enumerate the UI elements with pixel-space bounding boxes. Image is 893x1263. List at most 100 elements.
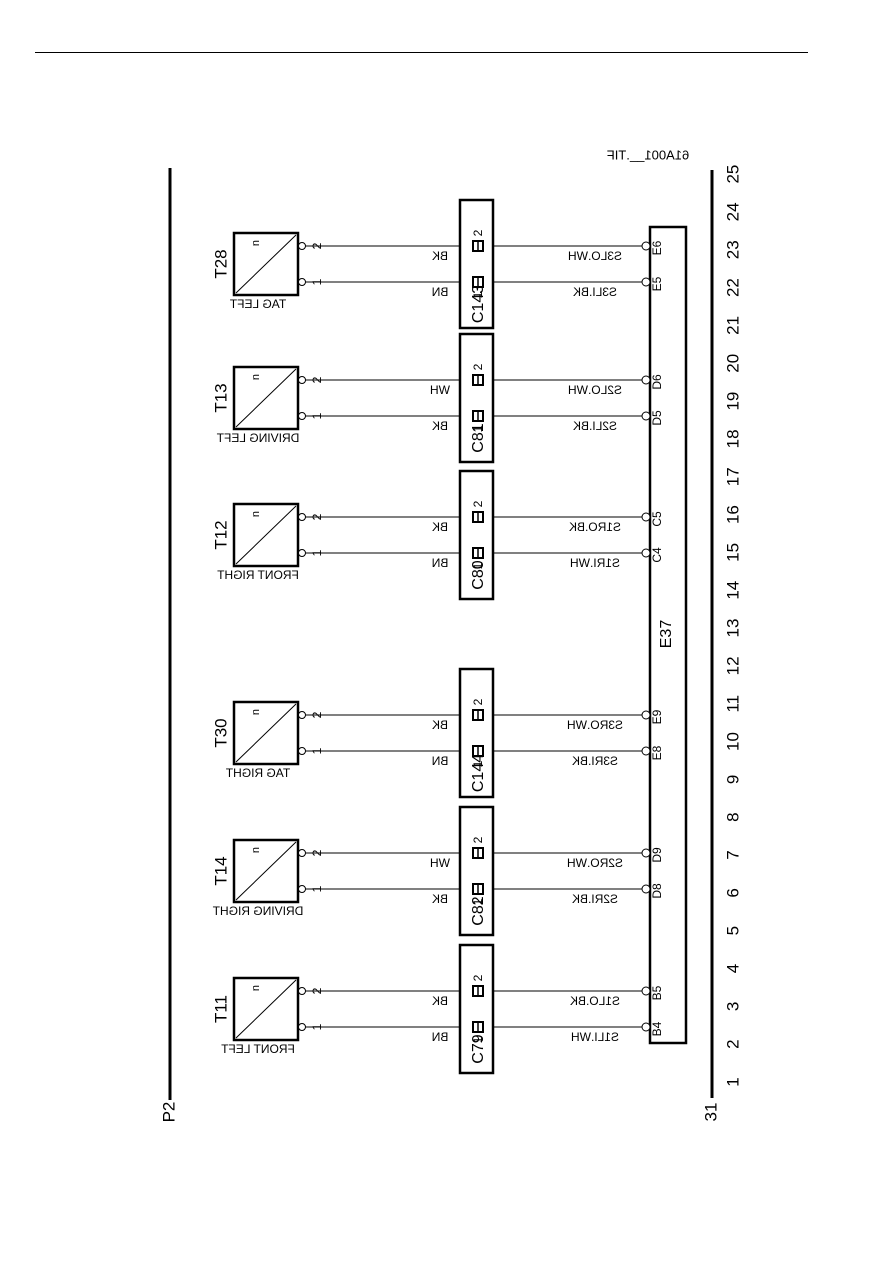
module-pin-label: E5 xyxy=(650,276,664,291)
wire-code-label: S2RI.BK xyxy=(572,892,618,906)
sensor-terminal xyxy=(298,987,306,995)
wire-code-label: S1RI.WH xyxy=(570,556,620,570)
wire-color-label: BK xyxy=(432,249,448,263)
wire-color-label: BN xyxy=(432,754,449,768)
sensor-terminal xyxy=(298,412,306,420)
wire-color-label: BK xyxy=(432,718,448,732)
ruler-number: 23 xyxy=(723,240,742,259)
ruler-number: 25 xyxy=(723,165,742,184)
connector-box xyxy=(458,469,495,601)
sensor-pin-number: 1 xyxy=(310,747,324,754)
wire-color-label: BK xyxy=(432,520,448,534)
connector-id: C82 xyxy=(470,896,487,925)
sensor-id: T30 xyxy=(211,718,230,747)
sensor-terminal xyxy=(298,849,306,857)
ruler-number: 6 xyxy=(723,888,742,897)
module-pin-label: C5 xyxy=(650,511,664,527)
module-terminal xyxy=(641,411,651,421)
sensor-pin-number: 1 xyxy=(310,278,324,285)
sensor-symbol: n xyxy=(250,240,262,246)
connector-box xyxy=(458,943,495,1075)
ruler-number: 13 xyxy=(723,619,742,638)
module-terminal xyxy=(641,241,651,251)
ruler-number: 24 xyxy=(723,202,742,221)
ruler-number: 22 xyxy=(723,278,742,297)
sensor-symbol: n xyxy=(250,374,262,380)
ruler-number: 9 xyxy=(723,775,742,784)
ruler-number: 20 xyxy=(723,354,742,373)
sensor-label: TAG LEFT xyxy=(229,297,286,311)
module-pin-label: D8 xyxy=(650,883,664,899)
sensor-label: TAG RIGHT xyxy=(225,766,290,780)
sensor-pin-number: 2 xyxy=(310,987,324,994)
connector-pin-number: 1 xyxy=(471,898,485,905)
sensor-pin-number: 2 xyxy=(310,849,324,856)
sensor-pin-number: 1 xyxy=(310,412,324,419)
wire-code-label: S3RI.BK xyxy=(572,754,618,768)
wire-color-label: BN xyxy=(432,285,449,299)
wire-color-label: BK xyxy=(432,994,448,1008)
connector-pin-number: 1 xyxy=(471,1036,485,1043)
wire-color-label: BN xyxy=(432,556,449,570)
connector-pin-number: 2 xyxy=(471,836,485,843)
module-terminal xyxy=(641,710,651,720)
sensor-id: T12 xyxy=(211,520,230,549)
wire-color-label: BK xyxy=(432,892,448,906)
module-pin-label: E8 xyxy=(650,745,664,760)
module-pin-label: C4 xyxy=(650,547,664,563)
module-pin-label: B5 xyxy=(650,985,664,1000)
file-reference: 61A001__.TIF xyxy=(607,147,689,162)
connector-pin-number: 2 xyxy=(471,363,485,370)
sensor-terminal xyxy=(298,376,306,384)
module-terminal xyxy=(641,375,651,385)
sensor-pin-number: 2 xyxy=(310,242,324,249)
ruler-number: 17 xyxy=(723,467,742,486)
wire-code-label: S2LO.WH xyxy=(568,383,622,397)
sensor-terminal xyxy=(298,278,306,286)
ruler-number: 10 xyxy=(723,732,742,751)
module-pin-label: E9 xyxy=(650,709,664,724)
sensor-terminal xyxy=(298,549,306,557)
connector-pin-number: 1 xyxy=(471,291,485,298)
connector-id: C143 xyxy=(470,285,487,323)
sensor-label: DRIVING LEFT xyxy=(216,431,299,445)
ruler-number: 5 xyxy=(723,926,742,935)
sensor-terminal xyxy=(298,513,306,521)
sensor-pin-number: 1 xyxy=(310,549,324,556)
sensor-terminal xyxy=(298,747,306,755)
sensor-label: FRONT LEFT xyxy=(220,1042,294,1056)
connector-pin-number: 1 xyxy=(471,760,485,767)
sensor-symbol: n xyxy=(250,511,262,517)
ground-rail-label: 31 xyxy=(701,1103,720,1122)
connector-pin-number: 1 xyxy=(471,562,485,569)
connector-box xyxy=(458,332,495,464)
ruler-number: 3 xyxy=(723,1002,742,1011)
wire-color-label: WH xyxy=(430,383,450,397)
ruler-number: 19 xyxy=(723,392,742,411)
sensor-pin-number: 1 xyxy=(310,1023,324,1030)
module-terminal xyxy=(641,848,651,858)
ruler-number: 1 xyxy=(723,1077,742,1086)
ruler-number: 14 xyxy=(723,581,742,600)
connector-id: C79 xyxy=(470,1034,487,1063)
connector-id: C144 xyxy=(470,754,487,792)
sensor-diagonal xyxy=(235,368,297,428)
sensor-symbol: n xyxy=(250,709,262,715)
module-pin-label: D9 xyxy=(650,847,664,863)
connector-pin-number: 2 xyxy=(471,698,485,705)
connector-id: C80 xyxy=(470,560,487,589)
sensor-pin-number: 2 xyxy=(310,711,324,718)
header-rule xyxy=(35,52,808,53)
sensor-id: T13 xyxy=(211,383,230,412)
sensor-pin-number: 1 xyxy=(310,885,324,892)
wire-code-label: S1LO.BK xyxy=(570,994,620,1008)
module-terminal xyxy=(641,746,651,756)
ruler-number: 7 xyxy=(723,850,742,859)
sensor-terminal xyxy=(298,1023,306,1031)
sensor-id: T14 xyxy=(211,856,230,885)
sensor-id: T11 xyxy=(211,995,230,1023)
connector-box xyxy=(458,805,495,937)
wire-code-label: S1RO.BK xyxy=(569,520,621,534)
module-label: E37 xyxy=(658,620,675,649)
